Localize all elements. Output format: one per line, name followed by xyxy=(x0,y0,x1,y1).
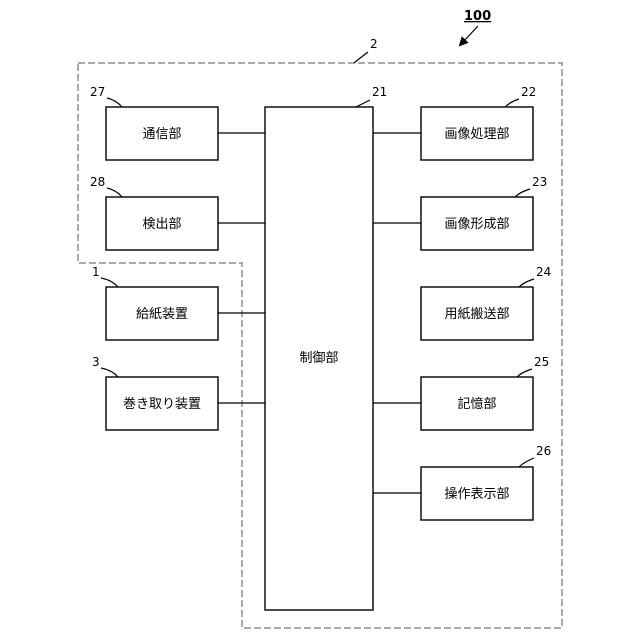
block-label: 給紙装置 xyxy=(136,307,188,322)
control-unit-label: 制御部 xyxy=(299,351,338,366)
right-block-paper-transport: 用紙搬送部 24 xyxy=(421,265,551,340)
block-ref: 28 xyxy=(90,175,105,189)
block-label: 通信部 xyxy=(142,127,181,142)
block-ref: 24 xyxy=(536,265,551,279)
apparatus-ref-leader xyxy=(354,52,368,63)
block-ref: 26 xyxy=(536,444,551,458)
left-block-winding: 巻き取り装置 3 xyxy=(92,355,265,430)
block-ref: 25 xyxy=(534,355,549,369)
right-block-image-processing: 画像処理部 22 xyxy=(373,85,536,160)
block-ref: 22 xyxy=(521,85,536,99)
control-unit-ref: 21 xyxy=(372,85,387,99)
figure-ref-arrow xyxy=(462,26,478,43)
block-label: 画像処理部 xyxy=(444,127,509,142)
block-label: 記憶部 xyxy=(457,396,496,412)
block-label: 画像形成部 xyxy=(444,217,509,232)
control-unit-ref-leader xyxy=(356,100,370,107)
block-ref: 3 xyxy=(92,355,100,369)
left-block-communication: 通信部 27 xyxy=(90,85,265,160)
block-label: 用紙搬送部 xyxy=(444,307,509,322)
right-block-image-forming: 画像形成部 23 xyxy=(373,175,547,250)
left-block-detection: 検出部 28 xyxy=(90,175,265,250)
right-block-operation-display: 操作表示部 26 xyxy=(373,444,551,520)
block-label: 操作表示部 xyxy=(444,486,509,502)
block-label: 検出部 xyxy=(142,217,181,232)
block-label: 巻き取り装置 xyxy=(123,397,201,412)
block-ref: 23 xyxy=(532,175,547,189)
right-block-storage: 記憶部 25 xyxy=(373,355,549,430)
apparatus-ref: 2 xyxy=(370,37,378,51)
block-ref: 27 xyxy=(90,85,105,99)
figure-ref: 100 xyxy=(464,9,491,24)
block-ref: 1 xyxy=(92,265,100,279)
left-block-paper-feed: 給紙装置 1 xyxy=(92,265,265,340)
